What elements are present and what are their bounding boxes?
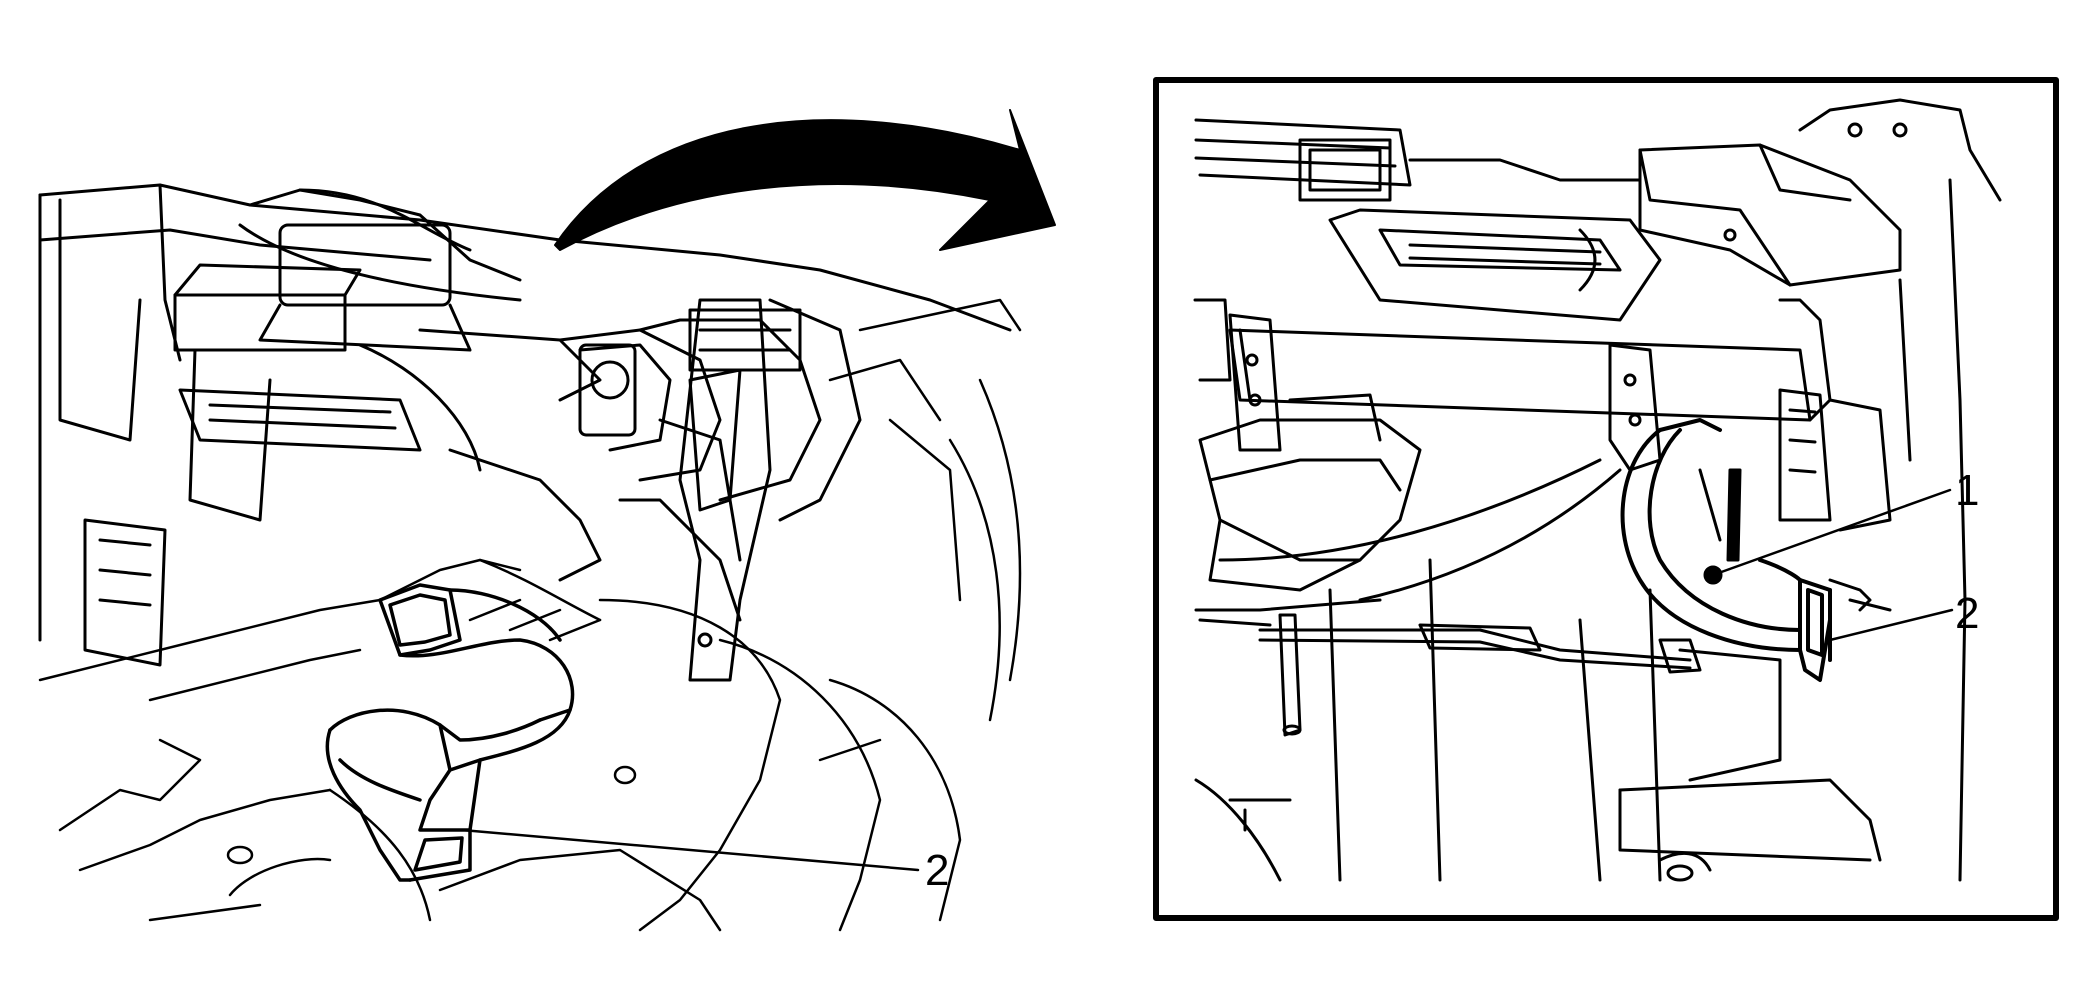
leader-line-1 — [1711, 488, 1952, 577]
leader-line-2-right — [1828, 608, 1954, 642]
right-view — [1153, 77, 2059, 921]
floor-air-duct — [325, 583, 575, 882]
support-bracket — [658, 298, 862, 682]
floor-pan — [38, 298, 1022, 932]
callout-1-right: 1 — [1955, 466, 1979, 515]
inset-illustration — [1193, 98, 2002, 882]
inset-frame — [1153, 77, 2059, 921]
leader-line-2-left — [460, 828, 920, 872]
duct-fastener — [1698, 468, 1742, 585]
left-view — [38, 109, 1056, 932]
callout-2-right: 2 — [1955, 589, 1979, 638]
inset-floor-air-duct — [1620, 418, 1832, 682]
callout-2-left: 2 — [925, 846, 949, 895]
rotation-arrow — [554, 109, 1056, 251]
instrument-panel-frame — [38, 183, 1012, 667]
